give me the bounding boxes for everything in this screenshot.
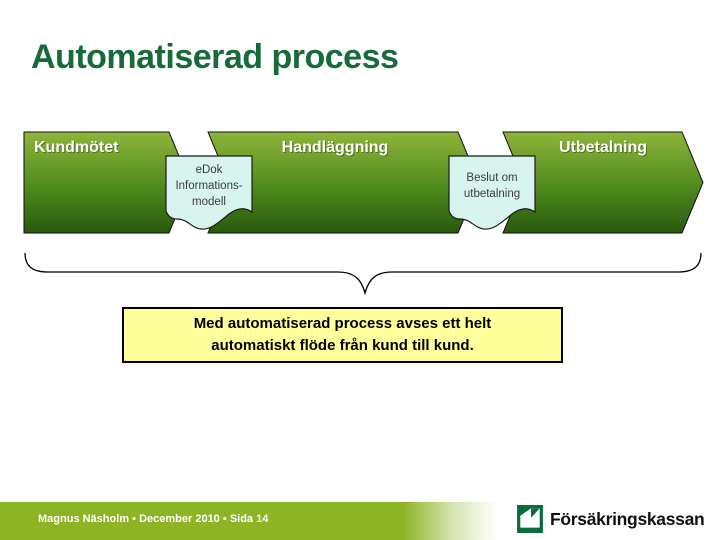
callout-line: modell xyxy=(192,196,226,208)
callout-line: Beslut om xyxy=(466,172,518,184)
callout-beslut-om-utbetalning: Beslut om utbetalning xyxy=(448,155,536,233)
callout-line: eDok xyxy=(195,164,223,176)
forsakringskassan-logo: Försäkringskassan xyxy=(517,504,705,534)
callout-edok-informationsmodell: eDok Informations- modell xyxy=(165,155,253,233)
stage-label-kundmotet: Kundmötet xyxy=(34,139,119,156)
note-line: Med automatiserad process avses ett helt xyxy=(193,315,492,332)
forsakringskassan-logo-icon xyxy=(517,505,543,533)
footer-text: Magnus Näsholm ▪ December 2010 ▪ Sida 14 xyxy=(38,513,269,525)
stage-label-utbetalning: Utbetalning xyxy=(559,139,647,156)
callout-line: Informations- xyxy=(175,180,243,192)
document-shape-icon xyxy=(165,155,253,230)
process-flow-diagram: Kundmötet Handläggning Utbetalning xyxy=(23,131,704,234)
document-shape-icon xyxy=(448,155,536,230)
note-box: Med automatiserad process avses ett helt… xyxy=(122,307,563,363)
callout-line: utbetalning xyxy=(463,188,521,200)
forsakringskassan-wordmark: Försäkringskassan xyxy=(550,508,705,529)
page-title: Automatiserad process xyxy=(31,38,399,76)
note-line: automatiskt flöde från kund till kund. xyxy=(211,337,474,354)
footer-band xyxy=(0,502,720,540)
stage-label-handlaggning: Handläggning xyxy=(282,139,389,156)
curly-brace xyxy=(24,252,702,296)
